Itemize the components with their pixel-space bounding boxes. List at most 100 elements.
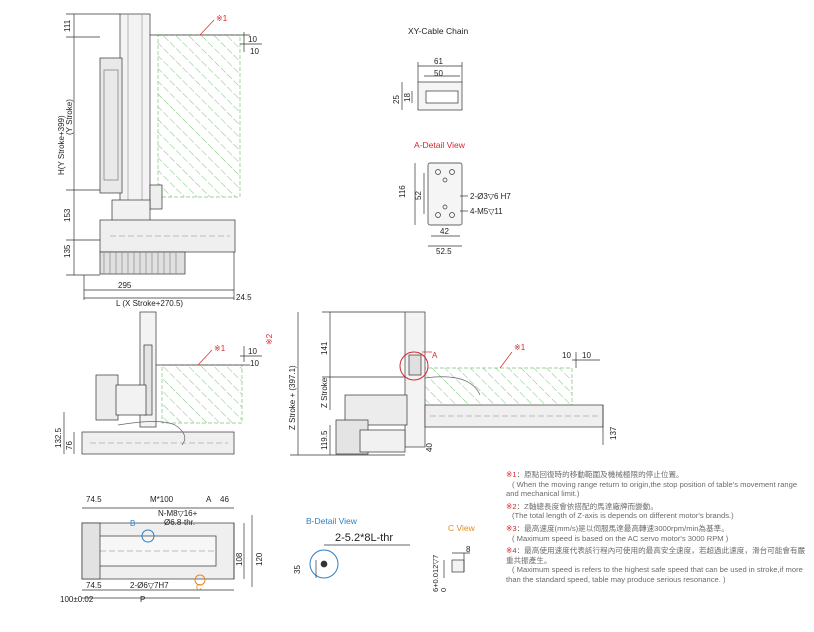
- dim-135: 135: [63, 244, 72, 258]
- dim-153: 153: [63, 208, 72, 222]
- front-dim-10-a: 10: [248, 347, 257, 356]
- note-1-mark: ※1: [506, 470, 517, 479]
- b-thread-spec: 2-5.2*8L-thr: [335, 532, 393, 544]
- front-motion-range-area: [161, 364, 243, 424]
- a-detail-section: [414, 162, 468, 247]
- dim-46: 46: [220, 495, 229, 504]
- dim-120: 120: [255, 552, 264, 566]
- dim-100-tol: 100±0.02: [60, 595, 94, 604]
- dim-y-stroke: (Y Stroke): [65, 99, 74, 135]
- dim-25: 25: [392, 95, 401, 104]
- note-1: ※1：原點回復時的移動範圍及機械極限的停止位置。 ( When the movi…: [506, 470, 806, 499]
- b-detail-labels: B-Detail View 2-5.2*8L-thr 35: [293, 516, 393, 574]
- note-2-mark: ※2: [506, 501, 517, 511]
- side-dim-10-a: 10: [562, 351, 571, 360]
- dim-61: 61: [434, 57, 443, 66]
- note-3-zh: ：最高速度(mm/s)是以伺服馬達最高轉速3000rpm/min為基準。: [516, 523, 729, 533]
- dim-108: 108: [235, 552, 244, 566]
- dim-74-5-bottom: 74.5: [86, 581, 102, 590]
- c-view-title: C View: [448, 523, 476, 533]
- bottom-a-label: A: [206, 495, 212, 504]
- note-1-zh: ：原點回復時的移動範圍及機械極限的停止位置。: [516, 470, 684, 479]
- dim-52-5: 52.5: [436, 247, 452, 256]
- motion-range-area: [157, 34, 241, 198]
- b-detail-section: [309, 544, 410, 579]
- z-length-mark: ※2: [265, 333, 274, 345]
- dim-116: 116: [398, 185, 407, 198]
- side-view-labels: ※1 ※2 A Z Stroke + (397.1) Z Stroke 141 …: [265, 333, 618, 452]
- detail-a-callout: [399, 351, 429, 381]
- side-a-label: A: [432, 351, 438, 360]
- c-view-labels: C View 8 6+0.012▽7 0: [431, 523, 476, 592]
- bottom-view: [81, 507, 253, 599]
- pin-hole-spec: 2-Ø6▽7H7: [130, 581, 169, 590]
- note-2-en: (The total length of Z-axis is depends o…: [512, 511, 734, 521]
- side-dim-10-b: 10: [582, 351, 591, 360]
- front-range-mark: ※1: [214, 344, 226, 353]
- detail-c-callout: [194, 574, 206, 586]
- cable-chain-labels: XY-Cable Chain 61 50 25 18: [392, 26, 468, 104]
- notes-block: ※1：原點回復時的移動範圍及機械極限的停止位置。 ( When the movi…: [506, 470, 806, 588]
- top-view: [66, 13, 262, 300]
- dim-137: 137: [609, 426, 618, 440]
- note-1-en: ( When the moving range return to origin…: [506, 479, 798, 499]
- dim-74-5-top: 74.5: [86, 495, 102, 504]
- range-mark: ※1: [216, 14, 228, 23]
- note-3-mark: ※3: [506, 523, 517, 533]
- side-range-mark: ※1: [514, 343, 526, 352]
- b-detail-title: B-Detail View: [306, 516, 358, 526]
- tap-hole-spec: N-M8▽16+: [158, 509, 198, 518]
- bottom-view-labels: 74.5 M*100 A 46 N-M8▽16+ Ø6.8-thr. B C 1…: [60, 495, 264, 604]
- note-4-zh: ：最高使用速度代表該行程內可使用的最高安全速度，若超過此速度，滑台可能會有嚴重共…: [506, 546, 806, 565]
- front-dim-10-b: 10: [250, 359, 259, 368]
- bottom-c-label: C: [196, 583, 202, 592]
- dim-z-stroke-total: Z Stroke + (397.1): [288, 365, 297, 430]
- dim-52: 52: [414, 191, 423, 200]
- dim-24-5: 24.5: [236, 293, 252, 302]
- dim-m100: M*100: [150, 495, 174, 504]
- bottom-b-label: B: [130, 519, 135, 528]
- c-dim-8: 8: [466, 545, 471, 554]
- dim-18: 18: [403, 93, 412, 102]
- dim-132-5: 132.5: [54, 427, 63, 448]
- dim-119-5: 119.5: [320, 430, 329, 450]
- a-detail-labels: A-Detail View 116 52 2-Ø3▽6 H7 4-M5▽11 4…: [398, 140, 511, 256]
- c-tolerance-lower: 0: [439, 588, 448, 592]
- note-4-mark: ※4: [506, 546, 517, 556]
- dim-10-b: 10: [250, 47, 259, 56]
- hole-spec-2: 4-M5▽11: [470, 207, 503, 216]
- detail-b-callout: [141, 529, 155, 543]
- dim-h-stroke: H(Y Stroke+399): [57, 115, 66, 175]
- top-view-labels: ※1 111 H(Y Stroke+399) (Y Stroke) 153 13…: [57, 14, 259, 308]
- y-axis-column: [119, 13, 151, 211]
- note-3: ※3：最高速度(mm/s)是以伺服馬達最高轉速3000rpm/min為基準。 (…: [506, 524, 806, 543]
- dim-141: 141: [320, 341, 329, 355]
- tap-hole-spec-2: Ø6.8-thr.: [164, 518, 195, 527]
- dim-35: 35: [293, 565, 302, 574]
- side-view: [290, 311, 604, 456]
- dim-76: 76: [65, 441, 74, 450]
- dim-p: P: [140, 595, 145, 604]
- dim-10-a: 10: [248, 35, 257, 44]
- c-tolerance: 6+0.012▽7: [431, 555, 440, 592]
- front-view-labels: ※1 10 10 132.5 76: [54, 344, 259, 450]
- dim-50: 50: [434, 69, 443, 78]
- cable-chain-title: XY-Cable Chain: [408, 26, 468, 36]
- dim-111: 111: [63, 19, 72, 32]
- dim-42: 42: [440, 227, 449, 236]
- note-2: ※2：Z軸總長度會依搭配的馬達廠牌而變動。 (The total length …: [506, 502, 806, 521]
- dim-l-stroke: L (X Stroke+270.5): [116, 299, 183, 308]
- note-4: ※4：最高使用速度代表該行程內可使用的最高安全速度，若超過此速度，滑台可能會有嚴…: [506, 546, 806, 584]
- front-view: [63, 311, 262, 455]
- side-motion-range-area: [421, 367, 573, 411]
- note-4-en: ( Maximum speed is refers to the highest…: [506, 565, 803, 584]
- cable-chain-section: [401, 62, 463, 111]
- dim-z-stroke: Z Stroke: [320, 377, 329, 408]
- c-view-section: [443, 552, 470, 578]
- note-2-zh: ：Z軸總長度會依搭配的馬達廠牌而變動。: [516, 501, 658, 511]
- hole-spec-1: 2-Ø3▽6 H7: [470, 192, 511, 201]
- dim-295: 295: [118, 281, 132, 290]
- dim-40: 40: [425, 443, 434, 452]
- a-detail-title: A-Detail View: [414, 140, 466, 150]
